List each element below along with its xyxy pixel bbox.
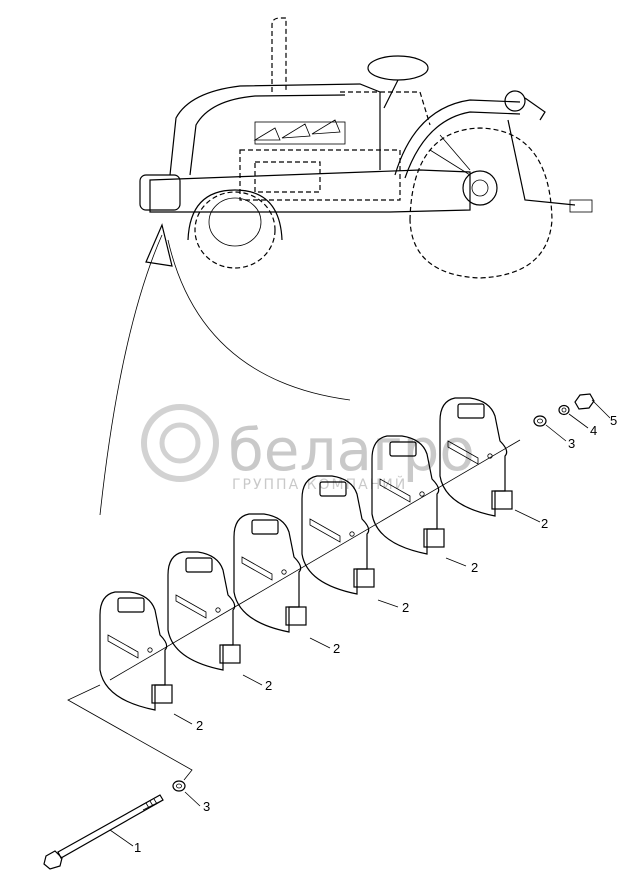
watermark: белагро ГРУППА КОМПАНИЙ <box>141 404 475 493</box>
watermark-brand: белагро <box>228 416 475 484</box>
callout-nut: 5 <box>610 413 617 428</box>
callout-weight-1: 2 <box>196 718 203 733</box>
callout-weight-4: 2 <box>402 600 409 615</box>
callout-weight-3: 2 <box>333 641 340 656</box>
callout-washer-bottom: 3 <box>203 799 210 814</box>
washer-bottom <box>172 780 186 792</box>
callout-weight-5: 2 <box>471 560 478 575</box>
nut <box>574 393 595 410</box>
callout-weight-6: 2 <box>541 516 548 531</box>
callout-washer-right: 3 <box>568 436 575 451</box>
weight-5 <box>371 435 445 555</box>
watermark-logo-ring-inner <box>159 422 201 464</box>
fasteners-right <box>533 393 595 427</box>
weight-4 <box>301 475 375 595</box>
lock-washer <box>558 404 570 416</box>
weight-1 <box>99 591 173 711</box>
washer-right <box>533 415 547 427</box>
watermark-subtitle: ГРУППА КОМПАНИЙ <box>232 475 407 493</box>
callouts: 1 3 2 2 2 2 2 2 3 4 5 <box>134 413 617 855</box>
tractor-outline <box>139 17 593 279</box>
weight-2 <box>167 551 241 671</box>
leader-lines <box>109 399 611 847</box>
callout-lock-washer: 4 <box>590 423 597 438</box>
callout-bolt: 1 <box>134 840 141 855</box>
weight-stack <box>99 397 521 711</box>
callout-weight-2: 2 <box>265 678 272 693</box>
weight-3 <box>233 513 307 633</box>
watermark-logo-ring <box>141 404 219 482</box>
assembly-arrow <box>99 223 351 516</box>
bolt-assembly <box>43 684 193 870</box>
bolt-head <box>43 850 63 870</box>
